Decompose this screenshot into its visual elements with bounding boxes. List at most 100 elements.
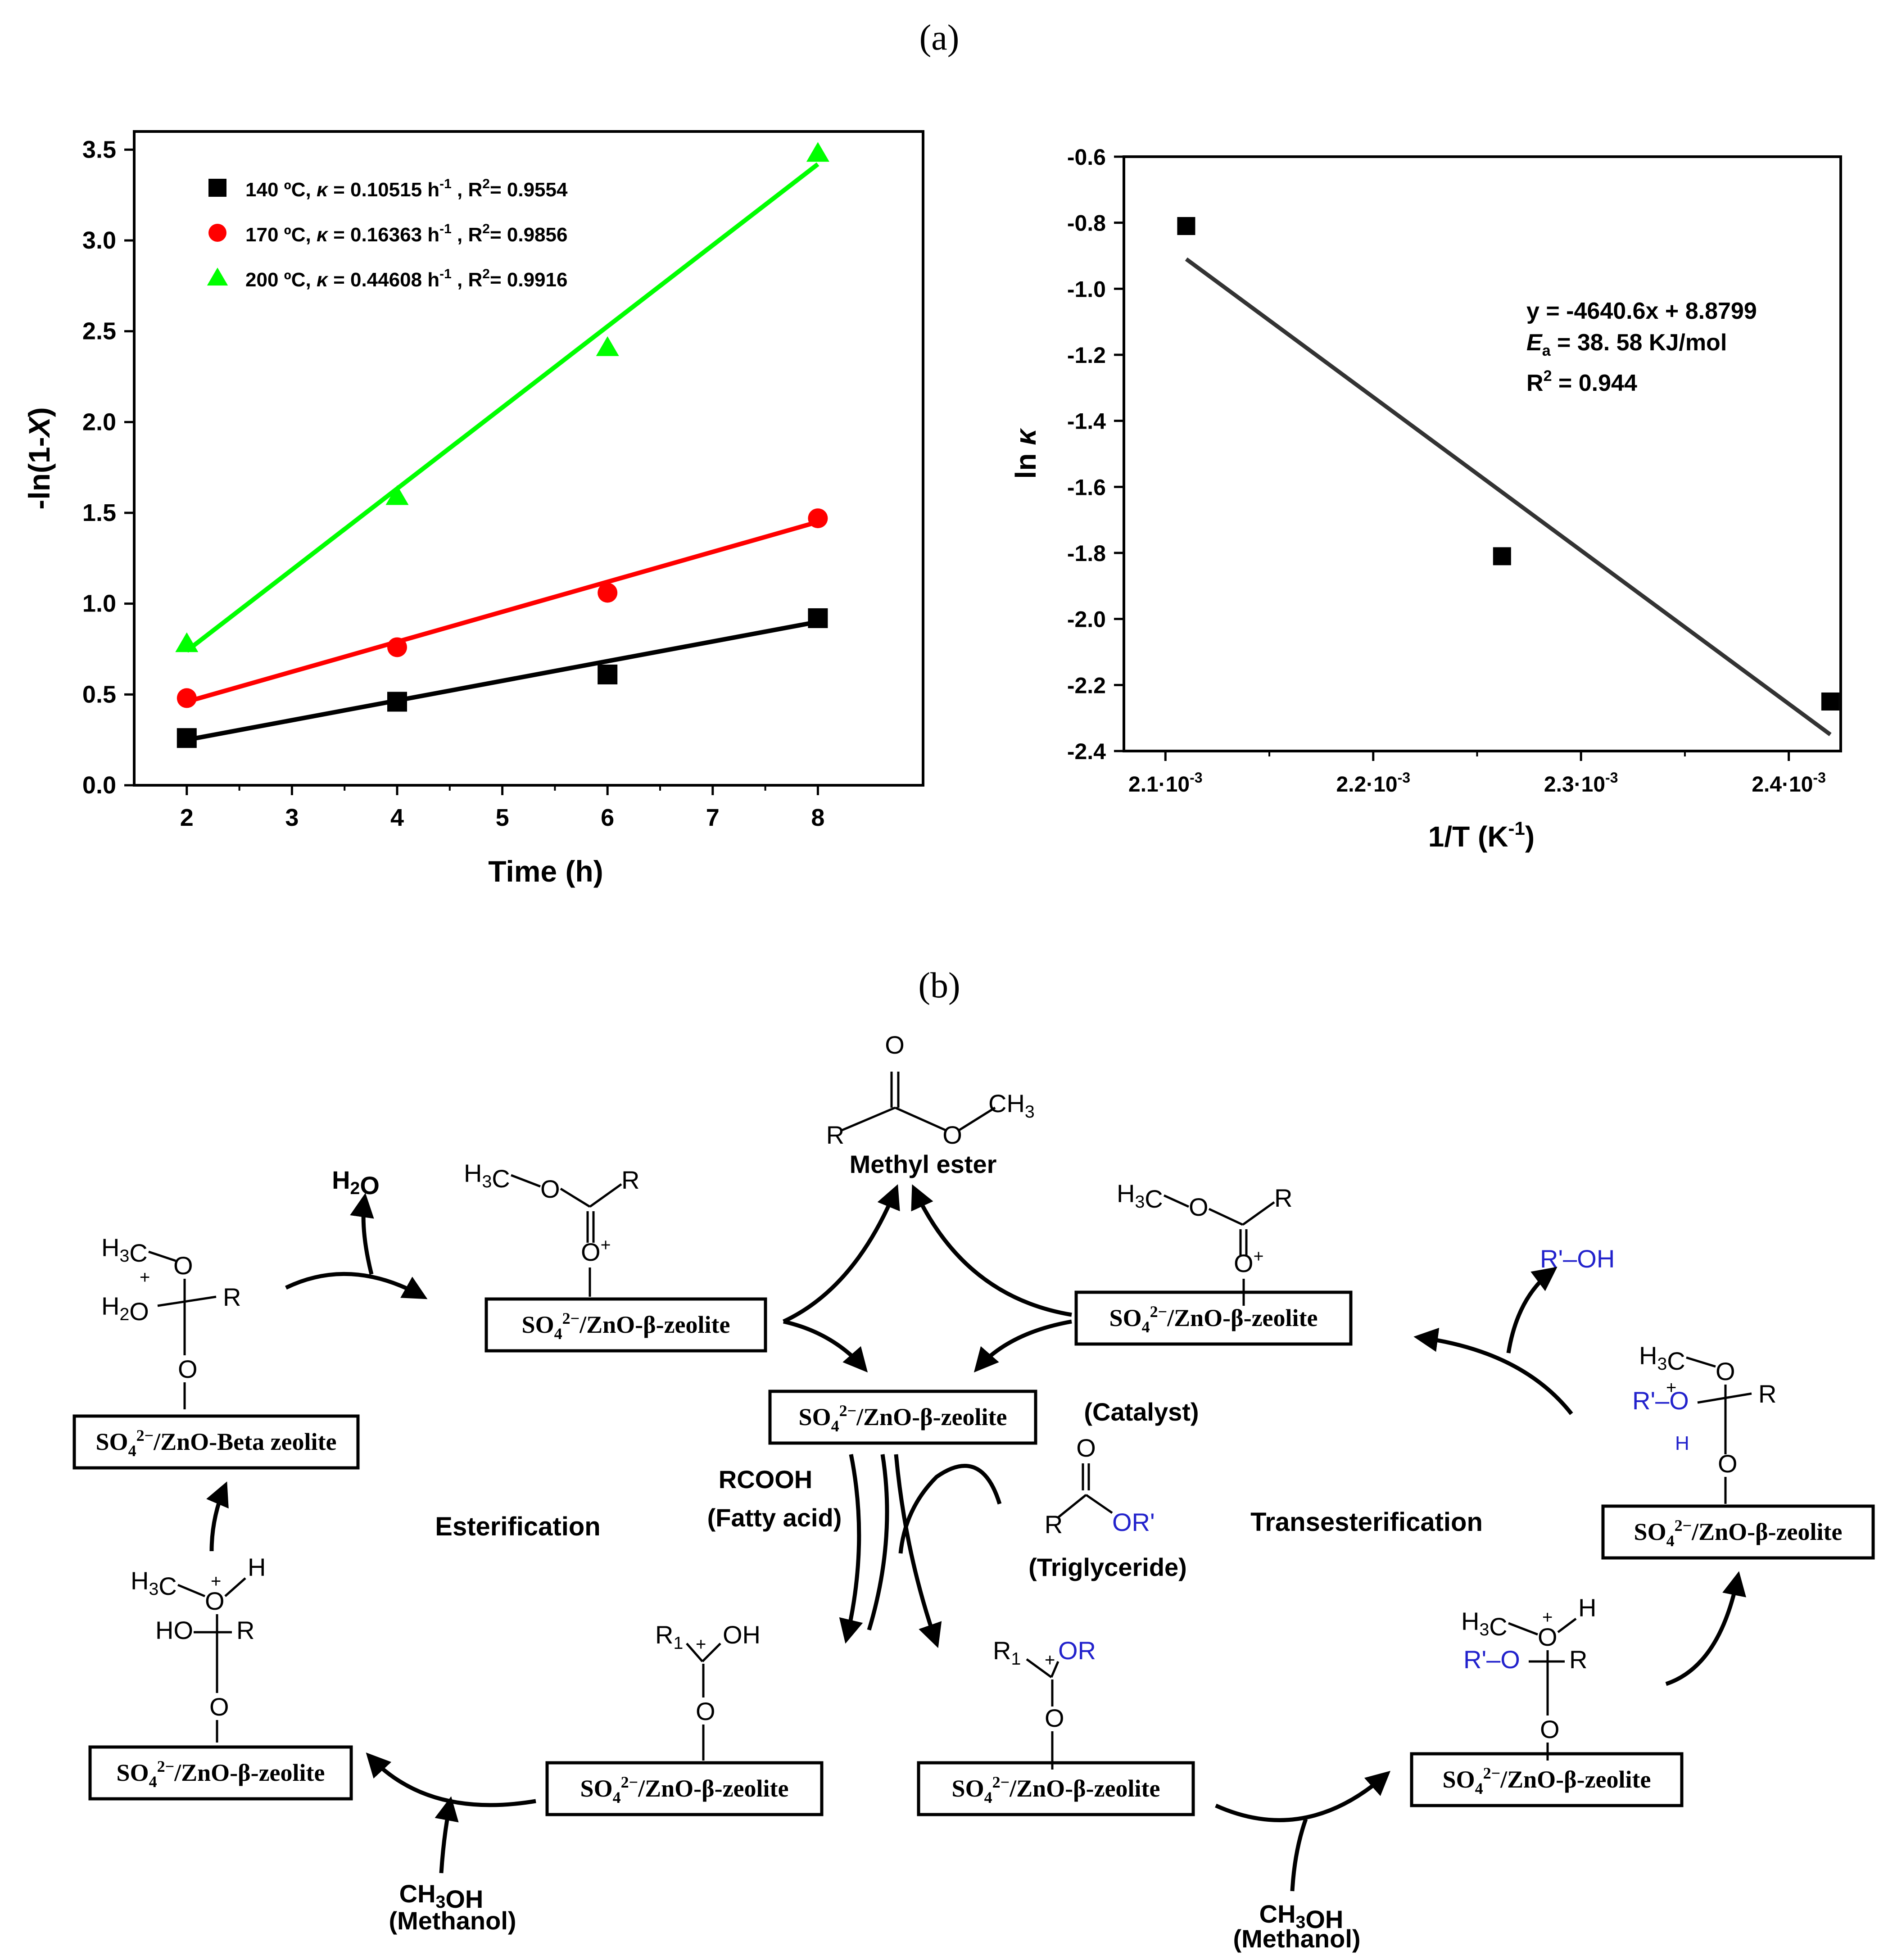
arrow-water-out [350,1193,374,1275]
svg-text:O+: O+ [1234,1247,1263,1277]
catalyst-box-center-right-bottom [917,1761,1195,1816]
arrow-catalyst-down-right [894,1454,942,1648]
transesterification-label: Transesterification [1250,1507,1483,1537]
svg-text:O: O [1045,1704,1064,1732]
scheme-arrows [206,1184,1746,1892]
intermediate-right-top-bonds [1686,1356,1752,1504]
arrow-methanol-in-left [435,1796,459,1874]
chart2-markers [1177,217,1839,711]
x-tick-label: 6 [601,804,614,831]
triglyceride-r: R [1045,1510,1063,1539]
arrow-left-to-catalyst [783,1319,868,1373]
data-point-1 [808,508,828,529]
data-point-0 [387,692,407,712]
esterification-label: Esterification [435,1512,600,1541]
svg-text:O: O [1540,1715,1560,1743]
svg-text:O: O [696,1697,715,1725]
triglyceride-or: OR' [1112,1508,1155,1536]
svg-text:R: R [1569,1645,1587,1674]
catalyst-box-right-middle [1601,1504,1875,1560]
fatty-acid-label: (Fatty acid) [707,1503,842,1532]
svg-text:+: + [140,1267,150,1287]
y-tick-label: 0.5 [82,681,116,708]
fit-line-0 [186,620,819,742]
x-tick-label: 2.1·10-3 [1128,770,1203,797]
catalyst-box-beta [72,1414,360,1470]
protonated-ester-left: H3C O R O+ [464,1159,639,1266]
y-tick-label: 1.5 [82,499,116,526]
data-point-1 [598,583,618,603]
svg-text:H3C: H3C [1117,1179,1163,1213]
catalyst-box-center-left-bottom [545,1761,824,1816]
arrow-to-ester-right [911,1184,1072,1317]
data-point-2 [596,336,619,356]
catalyst-box-left-bottom [88,1745,353,1801]
arrow-methanol-in-right [1290,1818,1308,1892]
arrow-right-to-catalyst [973,1319,1072,1373]
fit-line-1 [186,520,819,704]
chart2-fit-line [1185,257,1832,736]
arrow-to-ester-left [783,1184,900,1324]
catalyst-box-right-bottom-label: SO42−/ZnO-β-zeolite [1443,1764,1651,1797]
svg-text:R1: R1 [993,1636,1021,1669]
svg-text:H2O: H2O [101,1292,149,1326]
chart1-fit-lines [185,162,820,742]
x-tick-label: 2.4·10-3 [1752,770,1826,797]
catalyst-box-top-left [484,1297,767,1353]
arrow-water-release [285,1272,428,1299]
methanol-name-right: (Methanol) [1233,1924,1360,1953]
legend-label-2: 200 ºC, κ = 0.44608 h-1 , R2= 0.9916 [245,267,567,291]
y-tick-label: -1.8 [1067,541,1106,566]
catalyst-box-top-right-label: SO42−/ZnO-β-zeolite [1109,1303,1318,1336]
svg-text:OR: OR [1058,1636,1096,1665]
y-tick-label: -1.4 [1067,409,1106,434]
catalyst-box-top-right [1074,1290,1353,1346]
data-point-1 [177,688,197,708]
chart1-frame [133,130,924,787]
triglyceride-structure [1057,1463,1113,1518]
data-point [1177,217,1195,235]
water-label: H2O [332,1166,380,1200]
catalyst-box-beta-label: SO42−/ZnO-Beta zeolite [96,1426,337,1460]
y-tick-label: -1.6 [1067,475,1106,500]
svg-text:O: O [178,1355,198,1383]
rcooh-label: RCOOH [719,1465,812,1494]
y-tick-label: 2.0 [82,408,116,435]
y-tick-label: 3.5 [82,136,116,163]
chart2-annotation: y = -4640.6x + 8.8799 Ea = 38. 58 KJ/mol… [1526,298,1757,396]
svg-text:R'–O: R'–O [1632,1386,1689,1415]
methyl-ester-structure [842,1072,996,1132]
x-tick-label: 2.3·10-3 [1544,770,1618,797]
arrow-to-right-bottom [1215,1770,1391,1822]
svg-text:+: + [211,1571,221,1591]
svg-text:R'–O: R'–O [1463,1645,1520,1674]
arrow-rprime-release [1413,1327,1573,1415]
svg-text:O+: O+ [581,1236,611,1266]
r-prime-oh-label: R'–OH [1540,1245,1615,1273]
data-point [1493,547,1511,566]
svg-text:HO: HO [155,1616,193,1644]
y-tick-label: -2.0 [1067,607,1106,632]
ester-r: R [826,1121,844,1149]
intermediate-1-bonds [148,1250,217,1409]
y-tick-label: 1.0 [82,590,116,617]
arrow-to-left-bottom [366,1752,536,1807]
svg-text:O: O [173,1251,193,1280]
svg-text:OH: OH [723,1621,761,1649]
svg-text:H: H [1578,1593,1596,1622]
arrow-rprime-out [1506,1267,1558,1353]
y-tick-label: -1.2 [1067,343,1106,368]
y-tick-label: 2.5 [82,318,116,345]
catalyst-box-center-label: SO42−/ZnO-β-zeolite [799,1402,1007,1435]
catalyst-tag: (Catalyst) [1084,1398,1199,1426]
y-tick-label: 0.0 [82,772,116,799]
fit-line [1185,257,1832,736]
methanol-name-left: (Methanol) [389,1906,516,1935]
x-tick-label: 7 [706,804,720,831]
catalyst-box-center-left-bottom-label: SO42−/ZnO-β-zeolite [580,1773,789,1806]
tetrahedral-intermediate-right-top: H3C O R'–O + H R O [1632,1341,1776,1478]
tetrahedral-intermediate-right-bottom: H3C O + H R'–O R O [1461,1593,1596,1743]
